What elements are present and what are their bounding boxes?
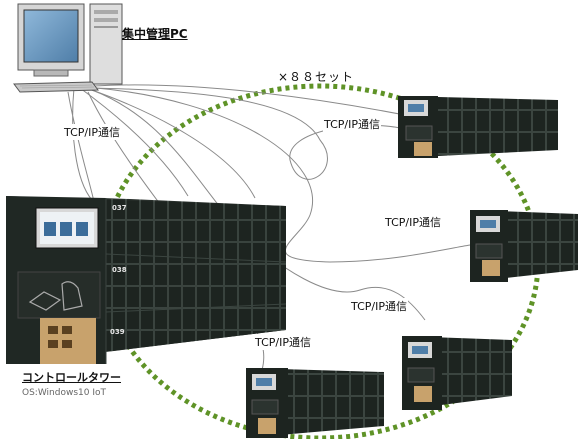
remote-locker-1 xyxy=(398,96,558,158)
locker-number-039: 039 xyxy=(110,328,125,336)
os-label: OS:Windows10 IoT xyxy=(22,388,106,398)
tcp-ip-label-5: TCP/IP通信 xyxy=(254,334,312,350)
locker-number-037: 037 xyxy=(112,204,127,212)
remote-locker-2 xyxy=(470,210,578,282)
control-tower-locker xyxy=(6,196,287,364)
central-pc xyxy=(13,3,123,93)
control-tower-label: コントロールタワー xyxy=(22,371,121,384)
locker-number-038: 038 xyxy=(112,266,127,274)
set-count-label: ×８８セット xyxy=(278,70,355,84)
remote-locker-4 xyxy=(246,368,384,438)
remote-locker-3 xyxy=(402,336,512,410)
tcp-ip-label-3: TCP/IP通信 xyxy=(384,214,442,230)
central-pc-label: 集中管理PC xyxy=(122,27,188,41)
tcp-ip-label-2: TCP/IP通信 xyxy=(323,116,381,132)
tcp-ip-label-1: TCP/IP通信 xyxy=(63,124,121,140)
tcp-ip-label-4: TCP/IP通信 xyxy=(350,298,408,314)
